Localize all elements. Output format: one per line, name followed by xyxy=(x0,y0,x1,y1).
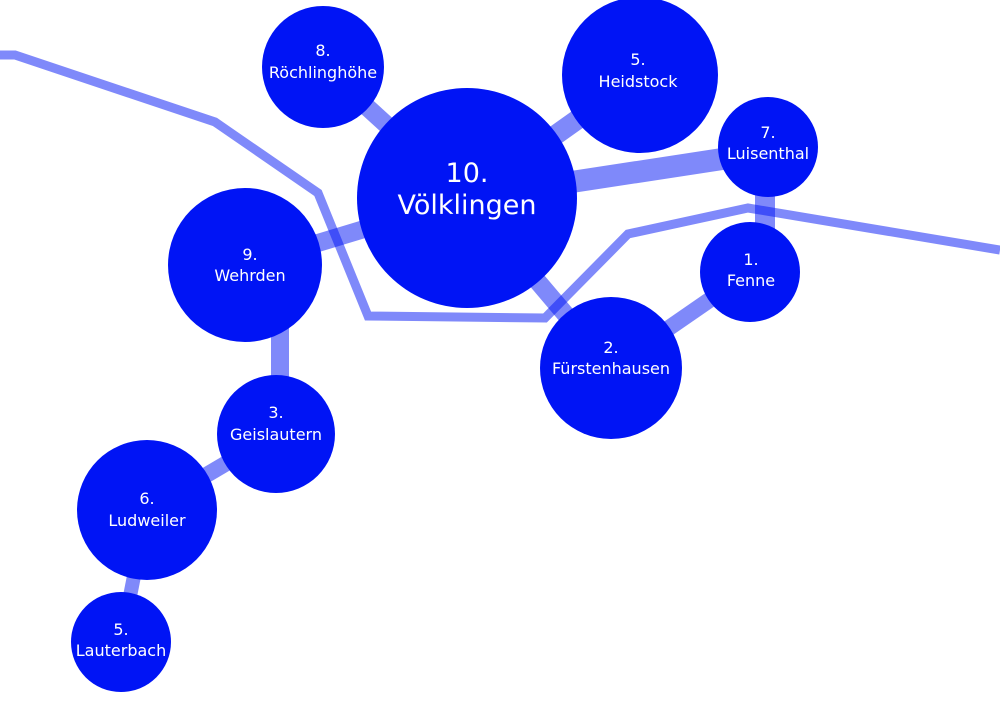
node-rank: 8. xyxy=(315,41,330,60)
node-roechlinghoehe[interactable]: 8. Röchlinghöhe xyxy=(262,6,384,128)
node-rank: 6. xyxy=(139,489,154,508)
node-heidstock[interactable]: 5. Heidstock xyxy=(562,0,718,153)
node-name: Ludweiler xyxy=(108,511,186,530)
node-rank: 10. xyxy=(446,158,489,189)
node-rank: 9. xyxy=(242,245,257,264)
node-rank: 5. xyxy=(113,620,128,639)
node-fenne[interactable]: 1. Fenne xyxy=(700,222,800,322)
node-rank: 7. xyxy=(760,123,775,142)
node-lauterbach[interactable]: 5. Lauterbach xyxy=(71,592,171,692)
node-rank: 1. xyxy=(743,250,758,269)
node-name: Luisenthal xyxy=(727,144,809,163)
river-line xyxy=(0,50,1000,323)
node-rank: 5. xyxy=(630,50,645,69)
node-luisenthal[interactable]: 7. Luisenthal xyxy=(718,97,818,197)
nodes: 10. Völklingen 8. Röchlinghöhe 5. Heidst… xyxy=(71,0,818,692)
node-rank: 2. xyxy=(603,338,618,357)
node-geislautern[interactable]: 3. Geislautern xyxy=(217,375,335,493)
node-name: Lauterbach xyxy=(76,641,166,660)
node-voelklingen[interactable]: 10. Völklingen xyxy=(357,88,577,308)
node-name: Wehrden xyxy=(214,266,285,285)
node-wehrden[interactable]: 9. Wehrden xyxy=(168,188,322,342)
node-name: Heidstock xyxy=(599,72,679,91)
node-name: Fenne xyxy=(727,271,775,290)
node-name: Völklingen xyxy=(397,190,536,221)
node-rank: 3. xyxy=(268,403,283,422)
node-name: Röchlinghöhe xyxy=(269,63,377,82)
node-name: Geislautern xyxy=(230,425,322,444)
node-fuerstenhausen[interactable]: 2. Fürstenhausen xyxy=(540,297,682,439)
node-name: Fürstenhausen xyxy=(552,359,670,378)
node-ludweiler[interactable]: 6. Ludweiler xyxy=(77,440,217,580)
